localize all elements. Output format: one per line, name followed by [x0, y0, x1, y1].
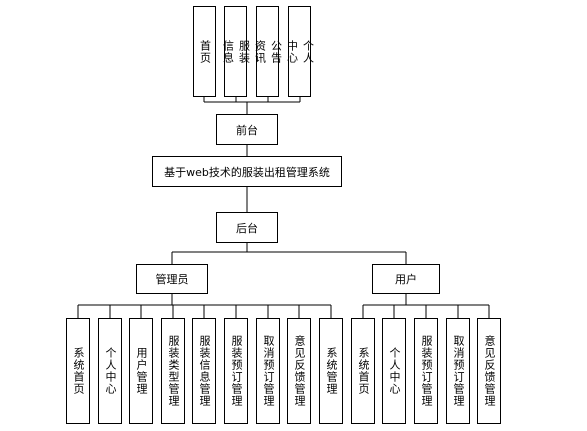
admin-module-label: 取消预订管理	[262, 335, 275, 407]
user-module-label: 意见反馈管理	[483, 335, 496, 407]
user-module-cancel-reservation-management: 取消预订管理	[446, 318, 470, 424]
frontend-module-label: 首页	[198, 39, 212, 64]
admin-module-user-management: 用户管理	[129, 318, 153, 424]
admin-module-label: 服装信息管理	[198, 335, 211, 407]
admin-module-label: 服装预订管理	[230, 335, 243, 407]
user-module-feedback-management: 意见反馈管理	[477, 318, 501, 424]
admin-module-personal-center: 个人中心	[98, 318, 122, 424]
frontend-module-label: 服装 信息	[221, 39, 251, 64]
user-module-label: 系统首页	[357, 347, 370, 395]
frontend-module-clothing-info: 服装 信息	[222, 6, 251, 97]
system-title-label: 基于web技术的服装出租管理系统	[164, 165, 330, 179]
admin-node-label: 管理员	[155, 273, 189, 286]
system-title-node: 基于web技术的服装出租管理系统	[152, 156, 342, 187]
user-module-reservation-management: 服装预订管理	[414, 318, 438, 424]
user-node: 用户	[372, 264, 440, 294]
admin-module-label: 用户管理	[135, 347, 148, 395]
backend-node: 后台	[216, 212, 278, 243]
admin-module-label: 意见反馈管理	[293, 335, 306, 407]
admin-module-label: 系统管理	[325, 347, 338, 395]
backend-node-label: 后台	[236, 221, 258, 235]
admin-node: 管理员	[136, 264, 208, 294]
user-node-label: 用户	[395, 273, 417, 286]
frontend-node: 前台	[216, 114, 278, 145]
user-module-label: 取消预订管理	[452, 335, 465, 407]
admin-module-label: 个人中心	[104, 347, 117, 395]
frontend-node-label: 前台	[236, 123, 258, 137]
frontend-module-personal-center: 个人 中心	[286, 6, 315, 97]
user-module-label: 服装预订管理	[420, 335, 433, 407]
admin-module-label: 系统首页	[72, 347, 85, 395]
admin-module-cancel-reservation-management: 取消预订管理	[256, 318, 280, 424]
admin-module-system-management: 系统管理	[319, 318, 343, 424]
frontend-module-label: 公告 资讯	[253, 39, 283, 64]
admin-module-system-home: 系统首页	[66, 318, 90, 424]
user-module-label: 个人中心	[388, 347, 401, 395]
admin-module-clothing-type-management: 服装类型管理	[161, 318, 185, 424]
user-module-personal-center: 个人中心	[382, 318, 406, 424]
admin-module-reservation-management: 服装预订管理	[224, 318, 248, 424]
admin-module-clothing-info-management: 服装信息管理	[192, 318, 216, 424]
frontend-module-label: 个人 中心	[285, 39, 315, 64]
frontend-module-announcements: 公告 资讯	[254, 6, 283, 97]
frontend-module-home: 首页	[193, 6, 216, 97]
admin-module-feedback-management: 意见反馈管理	[287, 318, 311, 424]
admin-module-label: 服装类型管理	[167, 335, 180, 407]
user-module-system-home: 系统首页	[351, 318, 375, 424]
